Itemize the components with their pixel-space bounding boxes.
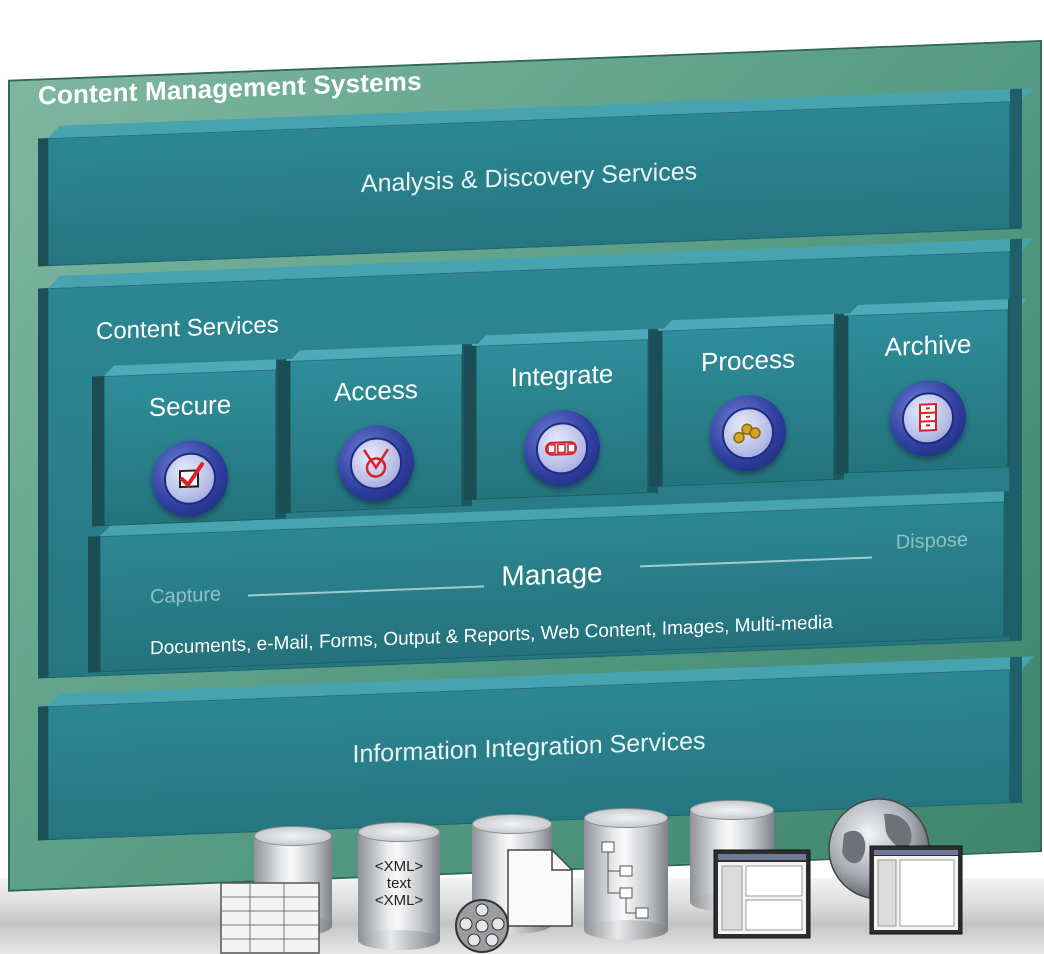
service-access-label: Access xyxy=(334,373,418,408)
file-cabinet-icon xyxy=(919,403,937,432)
xml-database-icon: <XML> text <XML> xyxy=(358,822,440,950)
application-database-icon xyxy=(690,800,820,946)
secure-disc xyxy=(152,439,228,519)
archive-disc xyxy=(890,378,966,458)
table-database-icon xyxy=(220,826,340,954)
analysis-layer-label: Analysis & Discovery Services xyxy=(360,157,698,199)
manage-bar: Dispose Capture Manage Documents, e-Mail… xyxy=(88,501,1004,673)
checkbox-icon xyxy=(179,462,204,489)
gears-icon xyxy=(733,423,761,444)
integrate-disc xyxy=(524,408,600,488)
service-access: Access xyxy=(278,354,462,514)
service-secure: Secure xyxy=(92,369,276,527)
integration-layer-label: Information Integration Services xyxy=(352,726,706,769)
service-archive-label: Archive xyxy=(884,328,972,363)
access-disc xyxy=(338,424,414,504)
service-integrate-label: Integrate xyxy=(510,358,614,393)
service-process-label: Process xyxy=(701,343,795,378)
media-database-icon xyxy=(452,814,582,954)
service-process: Process xyxy=(650,323,834,488)
linked-boxes-icon xyxy=(545,441,577,456)
service-archive: Archive xyxy=(836,309,1008,474)
content-services-title: Content Services xyxy=(96,311,279,346)
service-integrate: Integrate xyxy=(464,339,648,501)
hierarchy-database-icon xyxy=(584,808,668,940)
content-services-layer: Content Services Secure Access xyxy=(38,251,1010,679)
manage-label: Manage xyxy=(501,556,603,592)
xml-text: <XML> text <XML> xyxy=(374,858,424,909)
process-disc xyxy=(710,393,786,473)
access-icon xyxy=(362,448,390,478)
service-secure-label: Secure xyxy=(148,389,232,423)
globe-web-icon xyxy=(824,794,964,944)
